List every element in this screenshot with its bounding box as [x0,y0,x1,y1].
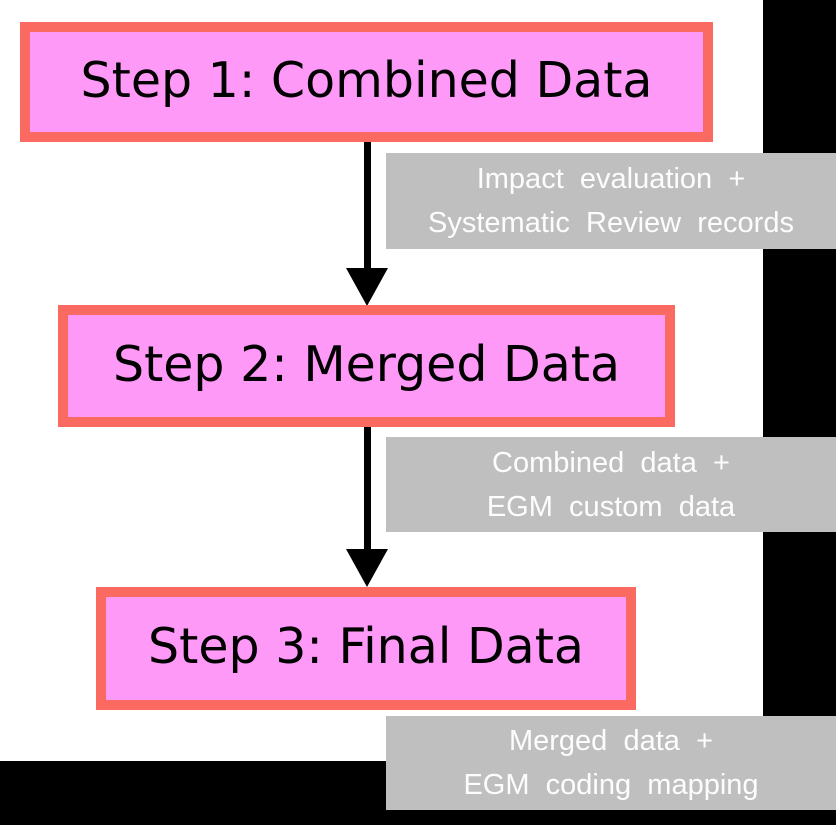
annotation-line: EGM coding mapping [463,769,759,801]
annotation-step3-output: Merged data + EGM coding mapping [386,716,836,810]
step-3-box: Step 3: Final Data [96,587,636,710]
annotation-line: Merged data + [508,725,714,757]
annotation-line: Systematic Review records [428,207,794,239]
step-2-box: Step 2: Merged Data [58,305,675,427]
step-3-title: Step 3: Final Data [148,618,584,675]
annotation-step2-to-step3: Combined data + EGM custom data [386,437,836,532]
annotation-line: Combined data + [492,446,730,479]
annotation-step1-to-step2: Impact evaluation + Systematic Review re… [386,153,836,249]
arrow-1-shaft [364,142,371,270]
arrow-2-shaft [364,427,371,551]
annotation-line: Impact evaluation + [476,163,746,195]
step-2-title: Step 2: Merged Data [112,335,621,393]
annotation-line: EGM custom data [486,490,736,523]
step-1-title: Step 1: Combined Data [80,51,653,109]
step-1-box: Step 1: Combined Data [20,22,713,142]
arrow-down-icon [346,268,388,306]
arrow-down-icon [346,549,388,587]
